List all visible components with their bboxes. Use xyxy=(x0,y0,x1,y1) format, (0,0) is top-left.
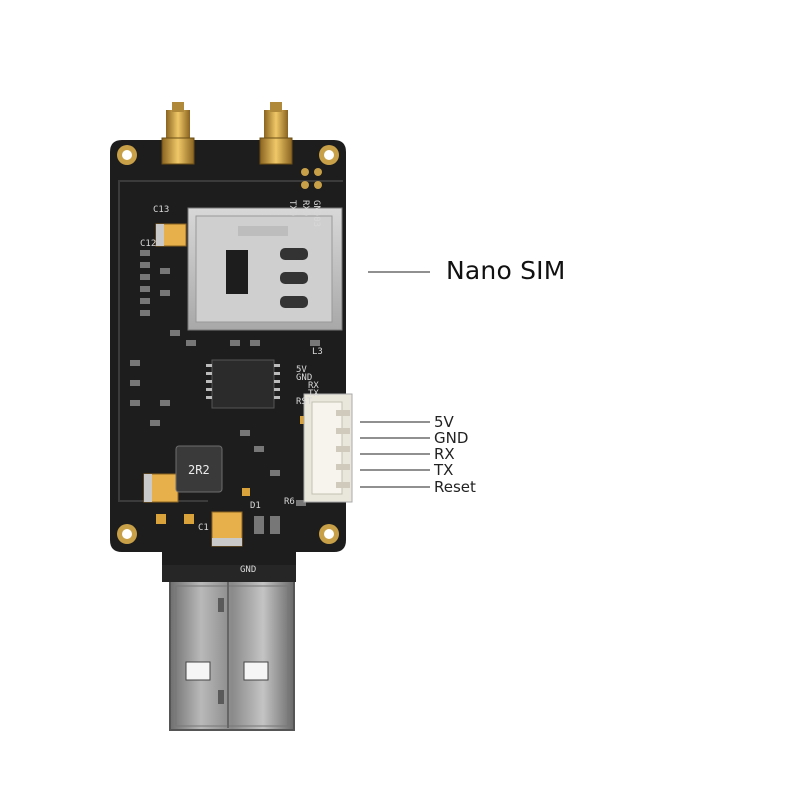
silk-d1: D1 xyxy=(250,501,261,511)
silk-hdr-tx: TX xyxy=(308,389,319,399)
pin-label-5v: 5V xyxy=(434,413,454,431)
silk-gnd-bottom: GND xyxy=(240,565,256,575)
capacitors xyxy=(143,223,243,547)
silk-hdr-rst: RST xyxy=(296,397,313,407)
nano-sim-label: Nano SIM xyxy=(446,256,566,285)
uart-header-connector xyxy=(303,393,353,503)
pin-label-gnd: GND xyxy=(434,429,469,447)
pin-label-tx: TX xyxy=(434,461,454,479)
silk-gnd03: GND03 xyxy=(311,200,321,227)
pin-label-rx: RX xyxy=(434,445,455,463)
smd-components xyxy=(130,250,320,534)
silk-inductor: 2R2 xyxy=(188,463,210,477)
silk-c12: C12 xyxy=(140,239,156,249)
silk-r6: R6 xyxy=(284,497,295,507)
antenna-connector-right xyxy=(259,102,293,165)
silk-c13: C13 xyxy=(153,205,169,215)
silk-hdr-gnd: GND xyxy=(296,373,312,383)
sim-card-holder xyxy=(187,207,343,331)
ic-chip xyxy=(206,359,280,409)
silk-c1: C1 xyxy=(198,523,209,533)
silk-txd: TXD xyxy=(287,200,297,216)
callout-lines xyxy=(360,271,430,488)
antenna-connector-left xyxy=(161,102,195,165)
inductor xyxy=(175,445,223,493)
silk-l3: L3 xyxy=(312,347,323,357)
pin-label-reset: Reset xyxy=(434,478,476,496)
mounting-holes xyxy=(117,145,339,544)
silk-rxd: RXD xyxy=(300,200,310,216)
test-pads xyxy=(301,168,322,189)
silk-hdr-rx: RX xyxy=(308,381,319,391)
silk-hdr-5v: 5V xyxy=(296,365,307,375)
silkscreen-labels: C13 C12 L3 5V GND RX TX RST R6 C1 D1 GND… xyxy=(140,200,323,575)
usb-a-plug xyxy=(169,579,295,731)
